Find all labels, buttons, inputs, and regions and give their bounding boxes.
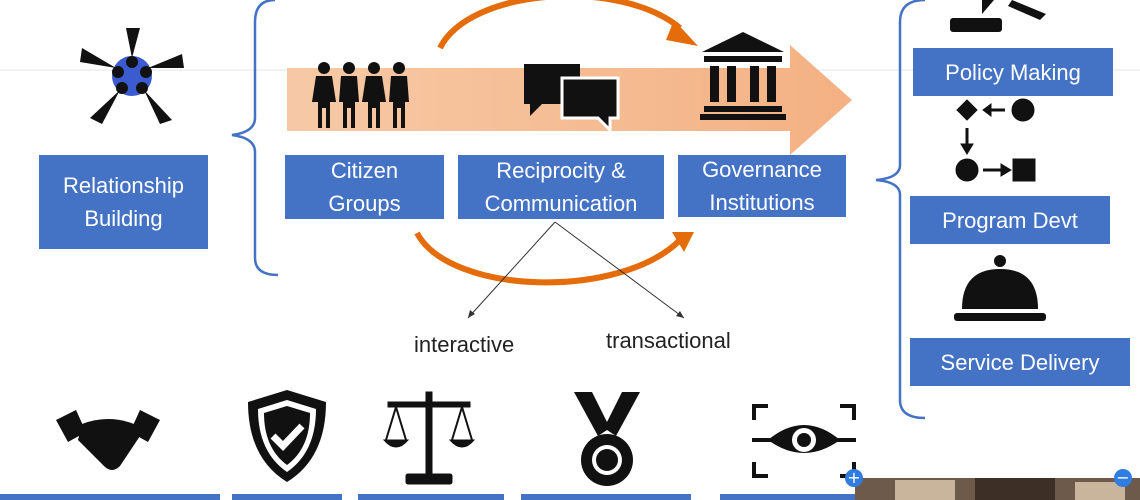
bottom-box-4 <box>521 494 691 500</box>
policy-making-box: Policy Making <box>913 48 1113 96</box>
add-button[interactable]: + <box>845 469 863 487</box>
interactive-label: interactive <box>414 332 515 357</box>
scales-icon <box>382 391 476 485</box>
service-delivery-box: Service Delivery <box>910 338 1130 386</box>
medal-icon <box>574 392 640 486</box>
relationship-building-box: Relationship Building <box>39 155 208 249</box>
hands-circle-icon <box>80 28 184 124</box>
transactional-label: transactional <box>606 328 731 353</box>
eye-scan-icon <box>752 404 856 478</box>
speech-bubbles-icon <box>524 64 620 132</box>
reciprocity-communication-box: Reciprocity & Communication <box>458 155 664 219</box>
process-flow-icon <box>955 98 1036 182</box>
bottom-box-2 <box>232 494 342 500</box>
bottom-box-5 <box>720 494 856 500</box>
handshake-icon <box>56 410 160 470</box>
bottom-box-1 <box>0 494 220 500</box>
program-devt-box: Program Devt <box>910 196 1110 244</box>
governance-institutions-box: Governance Institutions <box>678 155 846 217</box>
gavel-icon <box>950 0 1046 32</box>
bottom-box-3 <box>358 494 504 500</box>
shield-check-icon <box>248 390 326 482</box>
cloche-icon <box>954 255 1046 321</box>
video-thumbnail[interactable] <box>855 478 1140 500</box>
bottom-curved-arrow <box>414 231 683 286</box>
government-building-icon <box>700 32 786 120</box>
citizen-groups-box: Citizen Groups <box>285 155 444 219</box>
right-bracket <box>875 0 926 420</box>
top-curved-arrow <box>437 0 682 50</box>
remove-button[interactable]: − <box>1114 469 1132 487</box>
people-group-icon <box>312 62 409 128</box>
left-bracket <box>231 0 279 277</box>
